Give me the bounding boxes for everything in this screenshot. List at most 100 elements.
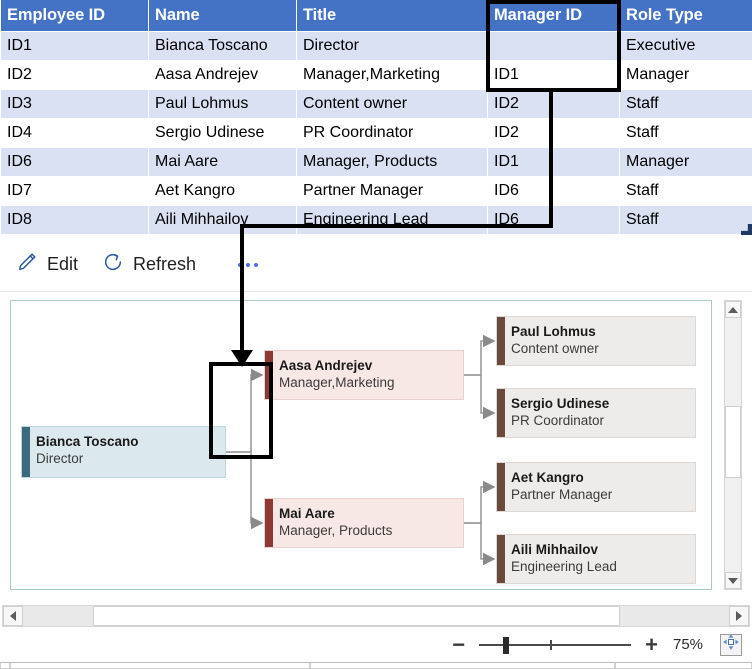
cell-manager-id[interactable]: ID1	[487, 147, 620, 177]
org-node-aet-kangro[interactable]: Aet Kangro Partner Manager	[496, 462, 696, 512]
cell-title[interactable]: Director	[296, 31, 488, 61]
overflow-menu-button[interactable]	[238, 262, 259, 267]
bottom-status-strip	[0, 662, 752, 669]
zoom-in-button[interactable]: +	[645, 631, 658, 657]
cell-role-type[interactable]: Staff	[619, 176, 752, 206]
cell-employee-id[interactable]: ID8	[0, 205, 149, 235]
cell-name[interactable]: Bianca Toscano	[148, 31, 297, 61]
column-header-title[interactable]: Title	[296, 0, 488, 32]
column-header-name[interactable]: Name	[148, 0, 297, 32]
node-title: Director	[36, 450, 84, 466]
scroll-left-button[interactable]	[3, 606, 23, 626]
cell-name[interactable]: Mai Aare	[148, 147, 297, 177]
chevron-up-icon	[728, 306, 738, 313]
zoom-slider-track	[479, 643, 632, 646]
node-accent-bar	[265, 351, 273, 399]
org-node-aasa-andrejev[interactable]: Aasa Andrejev Manager,Marketing	[264, 350, 464, 400]
cell-title[interactable]: Engineering Lead	[296, 205, 488, 235]
table-header-row: Employee ID Name Title Manager ID Role T…	[0, 0, 752, 32]
org-chart-connectors	[224, 334, 496, 566]
cell-title[interactable]: PR Coordinator	[296, 118, 488, 148]
status-cell	[10, 662, 310, 669]
cell-employee-id[interactable]: ID7	[0, 176, 149, 206]
cell-title[interactable]: Manager, Products	[296, 147, 488, 177]
cell-role-type[interactable]: Manager	[619, 60, 752, 90]
chevron-down-icon	[728, 577, 738, 584]
org-node-bianca-toscano[interactable]: Bianca Toscano Director	[21, 426, 226, 478]
scroll-right-button[interactable]	[729, 606, 749, 626]
org-node-mai-aare[interactable]: Mai Aare Manager, Products	[264, 498, 464, 548]
cell-employee-id[interactable]: ID3	[0, 89, 149, 119]
cell-role-type[interactable]: Staff	[619, 118, 752, 148]
status-cell	[310, 662, 615, 669]
cell-role-type[interactable]: Manager	[619, 147, 752, 177]
status-cell	[615, 662, 752, 669]
table-row[interactable]: ID3 Paul Lohmus Content owner ID2 Staff	[0, 89, 752, 119]
cell-role-type[interactable]: Staff	[619, 89, 752, 119]
zoom-slider-handle[interactable]	[503, 636, 510, 654]
cell-manager-id[interactable]: ID2	[487, 118, 620, 148]
cell-manager-id[interactable]	[487, 31, 620, 61]
edit-button[interactable]: Edit	[16, 251, 78, 278]
node-name: Aasa Andrejev	[279, 358, 373, 373]
cell-title[interactable]: Content owner	[296, 89, 488, 119]
table-row[interactable]: ID6 Mai Aare Manager, Products ID1 Manag…	[0, 147, 752, 177]
horizontal-scroll-thumb[interactable]	[93, 606, 620, 626]
scroll-down-button[interactable]	[725, 572, 741, 589]
org-node-aili-mihhailov[interactable]: Aili Mihhailov Engineering Lead	[496, 534, 696, 584]
cell-manager-id[interactable]: ID6	[487, 205, 620, 235]
chart-vertical-scrollbar[interactable]	[724, 300, 742, 590]
node-name: Sergio Udinese	[511, 396, 610, 411]
cell-name[interactable]: Aet Kangro	[148, 176, 297, 206]
vertical-scroll-thumb[interactable]	[725, 406, 741, 478]
cell-name[interactable]: Sergio Udinese	[148, 118, 297, 148]
cell-title[interactable]: Partner Manager	[296, 176, 488, 206]
employee-table-region: Employee ID Name Title Manager ID Role T…	[0, 0, 752, 238]
table-row[interactable]: ID1 Bianca Toscano Director Executive	[0, 31, 752, 61]
ellipsis-icon	[254, 262, 259, 267]
cell-manager-id[interactable]: ID1	[487, 60, 620, 90]
cell-title[interactable]: Manager,Marketing	[296, 60, 488, 90]
cell-employee-id[interactable]: ID1	[0, 31, 149, 61]
cell-role-type[interactable]: Executive	[619, 31, 752, 61]
table-row[interactable]: ID8 Aili Mihhailov Engineering Lead ID6 …	[0, 205, 752, 235]
table-row[interactable]: ID2 Aasa Andrejev Manager,Marketing ID1 …	[0, 60, 752, 90]
table-row[interactable]: ID7 Aet Kangro Partner Manager ID6 Staff	[0, 176, 752, 206]
refresh-label: Refresh	[133, 254, 197, 274]
cell-employee-id[interactable]: ID4	[0, 118, 149, 148]
scroll-up-button[interactable]	[725, 301, 741, 318]
refresh-button[interactable]: Refresh	[102, 251, 196, 278]
cell-name[interactable]: Aasa Andrejev	[148, 60, 297, 90]
org-node-sergio-udinese[interactable]: Sergio Udinese PR Coordinator	[496, 388, 696, 438]
zoom-slider[interactable]	[479, 636, 632, 654]
node-accent-bar	[497, 463, 505, 511]
fit-to-screen-button[interactable]	[720, 633, 742, 656]
cell-name[interactable]: Paul Lohmus	[148, 89, 297, 119]
table-row[interactable]: ID4 Sergio Udinese PR Coordinator ID2 St…	[0, 118, 752, 148]
zoom-out-button[interactable]: −	[452, 631, 466, 657]
cell-role-type[interactable]: Staff	[619, 205, 752, 235]
cell-manager-id[interactable]: ID6	[487, 176, 620, 206]
node-title: Content owner	[511, 340, 599, 356]
cell-employee-id[interactable]: ID2	[0, 60, 149, 90]
column-header-manager-id[interactable]: Manager ID	[487, 0, 620, 32]
chart-toolbar: Edit Refresh	[0, 238, 752, 292]
zoom-slider-tick	[550, 639, 553, 650]
cell-name[interactable]: Aili Mihhailov	[148, 205, 297, 235]
cell-employee-id[interactable]: ID6	[0, 147, 149, 177]
node-name: Aet Kangro	[511, 470, 584, 485]
org-node-paul-lohmus[interactable]: Paul Lohmus Content owner	[496, 316, 696, 366]
node-title: Manager, Products	[279, 522, 393, 538]
org-chart-panel: Bianca Toscano Director Aasa Andrejev Ma…	[0, 292, 752, 605]
edit-label: Edit	[47, 254, 79, 274]
zoom-control-bar: − + 75%	[0, 627, 752, 662]
chevron-left-icon	[10, 611, 16, 621]
chevron-right-icon	[736, 611, 742, 621]
node-title: Engineering Lead	[511, 558, 617, 574]
column-header-employee-id[interactable]: Employee ID	[0, 0, 149, 32]
cell-manager-id[interactable]: ID2	[487, 89, 620, 119]
org-chart-canvas[interactable]: Bianca Toscano Director Aasa Andrejev Ma…	[10, 300, 712, 590]
chart-horizontal-scrollbar[interactable]	[2, 605, 750, 627]
column-header-role-type[interactable]: Role Type	[619, 0, 752, 32]
refresh-icon	[102, 251, 124, 278]
